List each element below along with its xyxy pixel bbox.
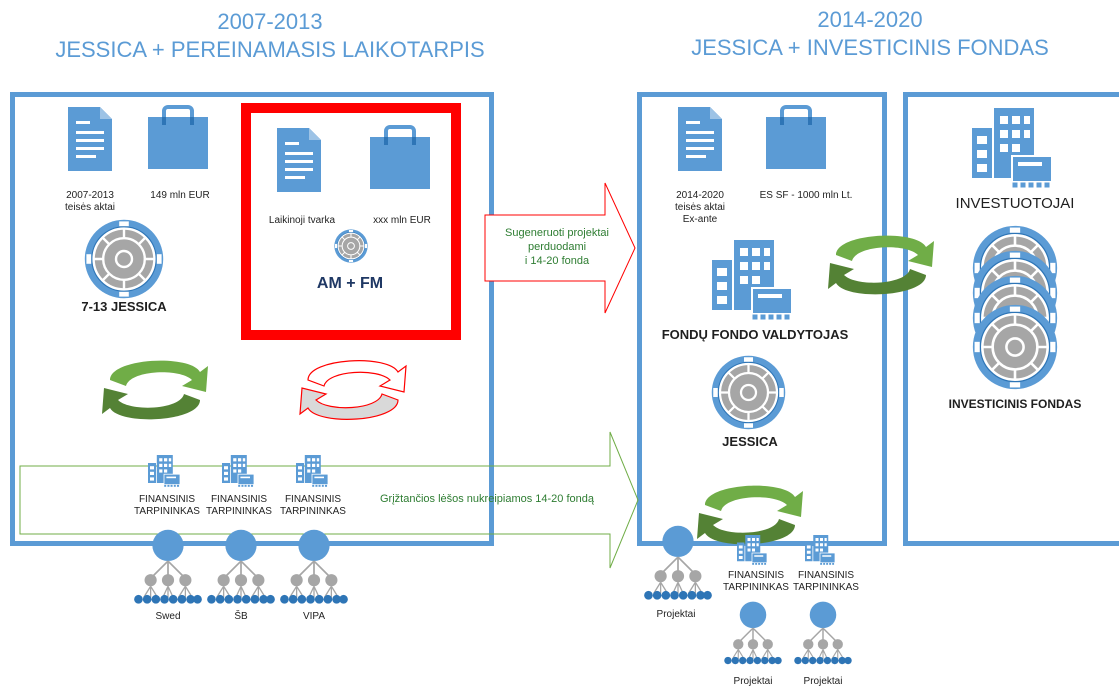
document-icon: [678, 107, 722, 171]
cycle-arrows-icon: [102, 360, 208, 420]
investors-label: INVESTUOTOJAI: [955, 195, 1075, 212]
box1-fund-label: 7-13 JESSICA: [81, 299, 167, 314]
intermediary-left-1: FINANSINIS TARPININKAS: [128, 494, 206, 518]
box1-doc-line2: teisės aktai: [64, 202, 116, 213]
red-box-transition: [241, 103, 461, 340]
intermediary-right-2-line2: TARPININKAS: [793, 582, 859, 593]
box1-bag-label: 149 mln EUR: [150, 190, 210, 201]
intermediary-left-3: FINANSINIS TARPININKAS: [274, 494, 352, 518]
red-box-doc-label: Laikinoji tvarka: [268, 215, 336, 226]
transfer-arrow-line1: Sugeneruoti projektai: [505, 227, 609, 239]
intermediary-right-1-line1: FINANSINIS: [727, 570, 785, 581]
document-icon: [68, 107, 112, 171]
network-node-icon: [643, 524, 713, 601]
investment-fund-label: INVESTICINIS FONDAS: [948, 397, 1082, 411]
vault-icon: [971, 303, 1059, 391]
transfer-arrow-line3: i 14-20 fonda: [524, 255, 590, 267]
network-node-icon: [723, 600, 783, 665]
intermediary-left-2: FINANSINIS TARPININKAS: [200, 494, 278, 518]
box2-doc-line1: 2014-2020: [676, 190, 724, 201]
network-node-icon: [279, 528, 349, 605]
intermediary-right-1-line2: TARPININKAS: [723, 582, 789, 593]
box-investment-fund: [903, 92, 1119, 546]
network-node-icon: [206, 528, 276, 605]
shopping-bag-icon: [146, 105, 210, 171]
cycle-arrows-icon: [828, 235, 934, 295]
intermediary-right-2-projects: Projektai: [803, 676, 843, 687]
right-period-years: 2014-2020: [817, 7, 923, 32]
intermediary-right-1-projects: Projektai: [733, 676, 773, 687]
vault-icon: [83, 218, 165, 300]
transfer-arrow-line2: perduodami: [527, 241, 587, 253]
building-icon: [736, 534, 768, 566]
transfer-arrow-label: Sugeneruoti projektai perduodami i 14-20…: [492, 226, 622, 268]
vault-icon: [710, 354, 787, 431]
network-node-icon: [793, 600, 853, 665]
shopping-bag-icon: [764, 105, 828, 171]
shopping-bag-icon: [368, 125, 432, 191]
vault-icon: [333, 228, 369, 264]
building-icon: [295, 454, 329, 488]
left-period-subtitle: JESSICA + PEREINAMASIS LAIKOTARPIS: [55, 37, 485, 62]
bank-label-swed: Swed: [155, 611, 181, 622]
fund-manager-label: FONDŲ FONDO VALDYTOJAS: [661, 327, 849, 342]
transfer-arrow: [484, 182, 636, 314]
box2-fund-label: JESSICA: [722, 434, 778, 449]
left-period-title: 2007-2013 JESSICA + PEREINAMASIS LAIKOTA…: [20, 8, 520, 64]
box1-doc-label: 2007-2013 teisės aktai: [50, 190, 130, 214]
intermediary-right-2-line1: FINANSINIS: [797, 570, 855, 581]
intermediary-left-2-line2: TARPININKAS: [206, 506, 272, 517]
red-box-bag-label: xxx mln EUR: [373, 215, 431, 226]
returning-funds-label: Grįžtančios lėšos nukreipiamos 14-20 fon…: [380, 493, 595, 505]
building-icon: [711, 239, 793, 321]
building-icon: [804, 534, 836, 566]
right-period-subtitle: JESSICA + INVESTICINIS FONDAS: [691, 35, 1049, 60]
network-node-icon: [133, 528, 203, 605]
box2-doc-label: 2014-2020 teisės aktai Ex-ante: [660, 190, 740, 226]
cycle-arrows-icon: [299, 360, 407, 420]
intermediary-left-1-line2: TARPININKAS: [134, 506, 200, 517]
intermediary-left-3-line1: FINANSINIS: [284, 494, 342, 505]
intermediary-right-1: FINANSINIS TARPININKAS: [717, 570, 795, 594]
left-period-years: 2007-2013: [217, 9, 323, 34]
document-icon: [277, 128, 321, 192]
box2-bag-label: ES SF - 1000 mln Lt.: [759, 190, 853, 201]
red-box-label: AM + FM: [316, 275, 384, 292]
box2-doc-line3: Ex-ante: [682, 214, 718, 225]
bank-label-sb: ŠB: [234, 611, 248, 622]
returning-funds-arrow: [19, 431, 639, 569]
intermediary-left-1-line1: FINANSINIS: [138, 494, 196, 505]
right-period-title: 2014-2020 JESSICA + INVESTICINIS FONDAS: [630, 6, 1110, 62]
intermediary-left-2-line1: FINANSINIS: [210, 494, 268, 505]
box-2014-2020: [637, 92, 887, 546]
intermediary-right-2: FINANSINIS TARPININKAS: [787, 570, 865, 594]
building-icon: [147, 454, 181, 488]
box2-projects-label: Projektai: [656, 609, 696, 620]
bank-label-vipa: VIPA: [302, 611, 326, 622]
box2-doc-line2: teisės aktai: [674, 202, 726, 213]
intermediary-left-3-line2: TARPININKAS: [280, 506, 346, 517]
building-icon: [221, 454, 255, 488]
box1-doc-line1: 2007-2013: [66, 190, 114, 201]
building-icon: [971, 107, 1053, 189]
